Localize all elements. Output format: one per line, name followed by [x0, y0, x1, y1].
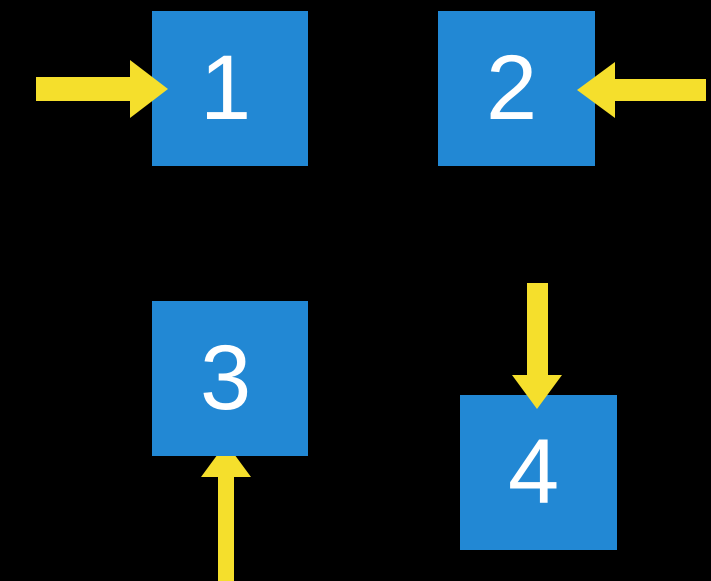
arrow-into-box-4: [512, 283, 562, 409]
box-node-3[interactable]: [152, 301, 308, 456]
arrow-into-box-1-shape: [36, 60, 168, 118]
arrow-into-box-3-shape: [201, 443, 251, 581]
box-label-3: 3: [200, 327, 252, 429]
box-node-2[interactable]: [438, 11, 595, 166]
arrow-into-box-2-shape: [577, 62, 706, 118]
arrow-into-box-1: [36, 60, 168, 118]
box-node-4[interactable]: [460, 395, 617, 550]
arrow-into-box-3: [201, 443, 251, 581]
box-label-1: 1: [200, 37, 252, 139]
arrow-into-box-2: [577, 62, 706, 118]
box-label-2: 2: [486, 37, 538, 139]
box-node-1[interactable]: [152, 11, 308, 166]
arrow-into-box-4-shape: [512, 283, 562, 409]
box-label-4: 4: [508, 421, 560, 523]
